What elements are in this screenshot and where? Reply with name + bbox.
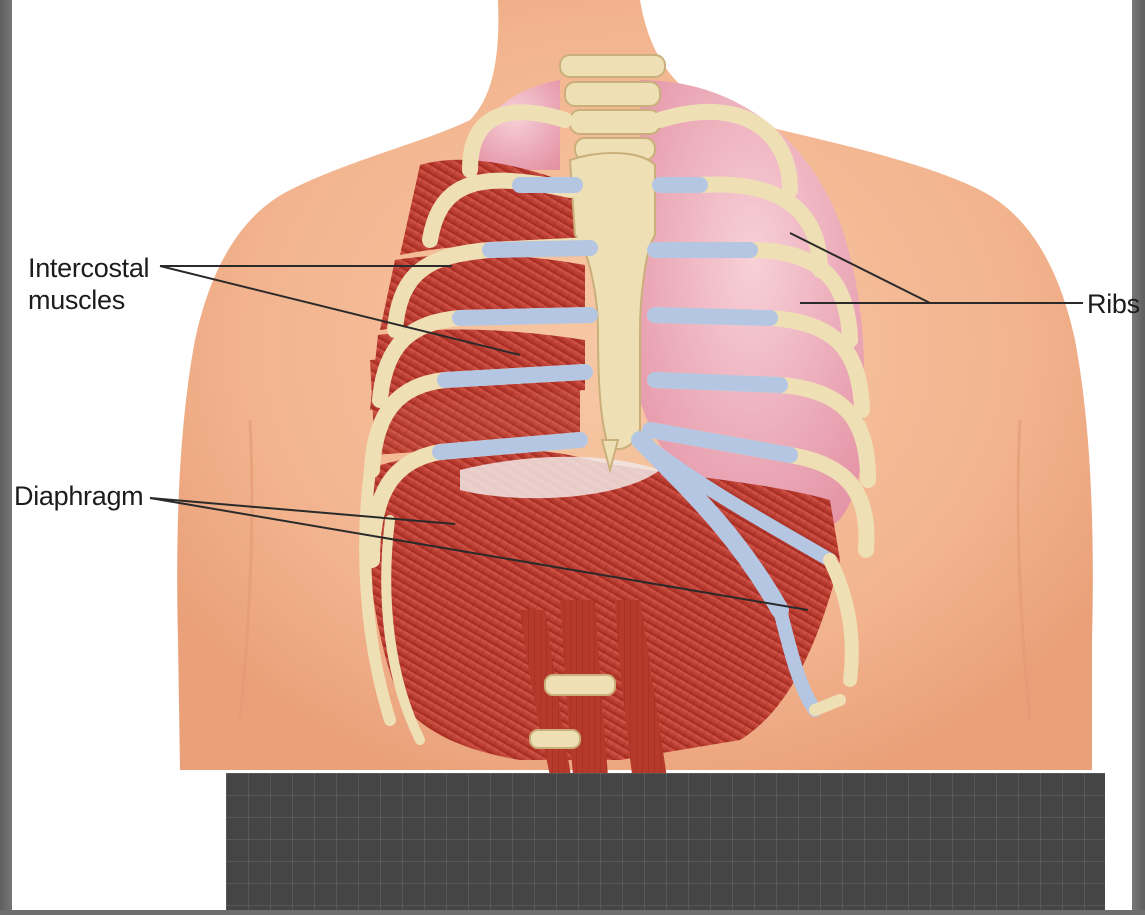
ribs-label: Ribs: [1087, 288, 1140, 320]
intercostal-label-line2: muscles: [28, 285, 125, 315]
bottom-grid-panel: [226, 773, 1105, 910]
diaphragm-label: Diaphragm: [14, 480, 143, 512]
intercostal-muscles-label: Intercostal muscles: [28, 252, 168, 316]
intercostal-label-line1: Intercostal: [28, 253, 149, 283]
